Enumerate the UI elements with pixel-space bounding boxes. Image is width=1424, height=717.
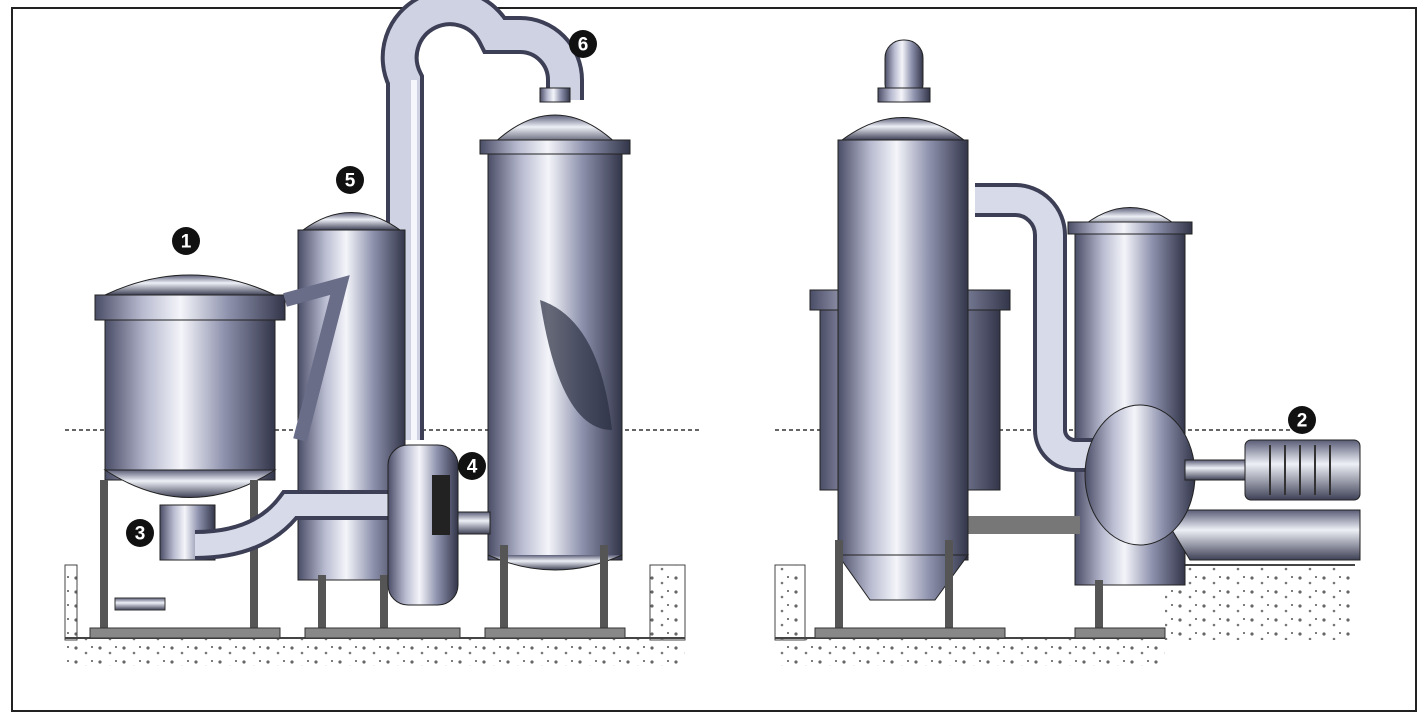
label-6-text: 6 <box>578 35 589 56</box>
pipe-right <box>968 183 1100 534</box>
tank-6 <box>479 87 631 639</box>
tank-evaporator-right <box>814 39 1006 639</box>
label-3: 3 <box>126 519 154 547</box>
frame-border <box>11 7 1417 712</box>
label-1: 1 <box>172 227 200 255</box>
ground-right <box>774 564 1355 666</box>
label-2: 2 <box>1288 406 1316 434</box>
separator-4 <box>304 444 461 639</box>
label-2-text: 2 <box>1297 411 1308 432</box>
pipe-overhead <box>380 0 584 440</box>
label-5-text: 5 <box>345 171 356 192</box>
label-6: 6 <box>569 30 597 58</box>
label-4-text: 4 <box>467 457 478 478</box>
label-4: 4 <box>458 452 486 480</box>
label-3-text: 3 <box>135 524 146 545</box>
label-1-text: 1 <box>181 232 192 253</box>
motor <box>1244 439 1361 501</box>
tank-1 <box>89 274 350 639</box>
label-5: 5 <box>336 166 364 194</box>
pump <box>1084 404 1361 561</box>
